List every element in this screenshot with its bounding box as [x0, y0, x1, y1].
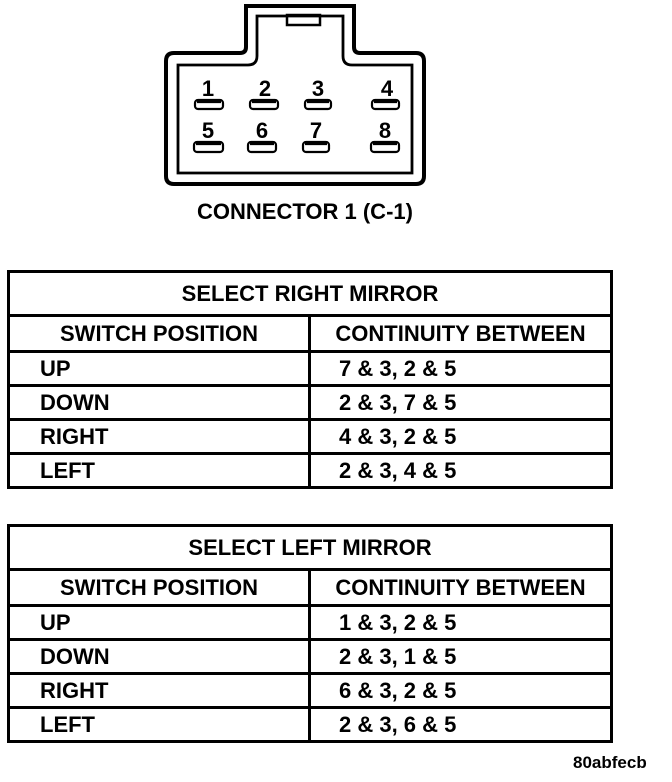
column-header-continuity-between: CONTINUITY BETWEEN: [307, 314, 614, 353]
table-row: DOWN 2 & 3, 1 & 5: [7, 638, 613, 675]
column-header-row: SWITCH POSITION CONTINUITY BETWEEN: [7, 314, 614, 353]
pin-slots: [192, 98, 401, 154]
pin-6-number: 6: [256, 118, 268, 143]
table-row: RIGHT 6 & 3, 2 & 5: [7, 672, 613, 709]
switch-position-cell: DOWN: [7, 384, 311, 421]
connector-inner-outline: [176, 14, 414, 175]
pin-7-number: 7: [310, 118, 322, 143]
table-title-row: SELECT LEFT MIRROR: [7, 524, 613, 571]
table-title: SELECT LEFT MIRROR: [7, 524, 613, 571]
connector-key-notch: [285, 13, 322, 27]
switch-position-cell: LEFT: [7, 452, 311, 489]
connector-diagram: 1 2 3 4 5 6 7 8: [164, 4, 426, 186]
table-row: LEFT 2 & 3, 4 & 5: [7, 452, 614, 489]
continuity-cell: 2 & 3, 1 & 5: [308, 638, 613, 675]
pin-4-number: 4: [381, 76, 394, 101]
table-row: UP 7 & 3, 2 & 5: [7, 350, 614, 387]
column-header-continuity-between: CONTINUITY BETWEEN: [308, 568, 613, 607]
pin-8-number: 8: [379, 118, 391, 143]
pin-1-number: 1: [202, 76, 214, 101]
pin-numbers: 1 2 3 4 5 6 7 8: [202, 76, 394, 143]
pin-3-number: 3: [312, 76, 324, 101]
table-title-row: SELECT RIGHT MIRROR: [6, 270, 614, 317]
table-title: SELECT RIGHT MIRROR: [6, 270, 614, 317]
pin-slot-top-edges: [196, 99, 397, 146]
switch-position-cell: UP: [7, 604, 311, 641]
connector-outer-outline: [164, 4, 426, 186]
pin-2-number: 2: [259, 76, 271, 101]
column-header-row: SWITCH POSITION CONTINUITY BETWEEN: [7, 568, 613, 607]
table-row: RIGHT 4 & 3, 2 & 5: [7, 418, 614, 455]
continuity-cell: 7 & 3, 2 & 5: [307, 350, 614, 387]
table-row: LEFT 2 & 3, 6 & 5: [7, 706, 613, 743]
watermark-code: 80abfecb: [573, 753, 647, 772]
connector-label: CONNECTOR 1 (C-1): [197, 199, 413, 224]
continuity-cell: 2 & 3, 7 & 5: [307, 384, 614, 421]
continuity-cell: 2 & 3, 6 & 5: [308, 706, 613, 743]
column-header-switch-position: SWITCH POSITION: [7, 314, 311, 353]
continuity-cell: 6 & 3, 2 & 5: [308, 672, 613, 709]
continuity-cell: 2 & 3, 4 & 5: [307, 452, 614, 489]
left-mirror-table: SELECT LEFT MIRROR SWITCH POSITION CONTI…: [7, 524, 613, 743]
switch-position-cell: RIGHT: [7, 418, 311, 455]
switch-position-cell: DOWN: [7, 638, 311, 675]
column-header-switch-position: SWITCH POSITION: [7, 568, 311, 607]
continuity-cell: 1 & 3, 2 & 5: [308, 604, 613, 641]
switch-position-cell: RIGHT: [7, 672, 311, 709]
pin-5-number: 5: [202, 118, 214, 143]
table-row: DOWN 2 & 3, 7 & 5: [7, 384, 614, 421]
continuity-cell: 4 & 3, 2 & 5: [307, 418, 614, 455]
switch-position-cell: LEFT: [7, 706, 311, 743]
table-row: UP 1 & 3, 2 & 5: [7, 604, 613, 641]
right-mirror-table: SELECT RIGHT MIRROR SWITCH POSITION CONT…: [6, 270, 614, 489]
switch-position-cell: UP: [7, 350, 311, 387]
